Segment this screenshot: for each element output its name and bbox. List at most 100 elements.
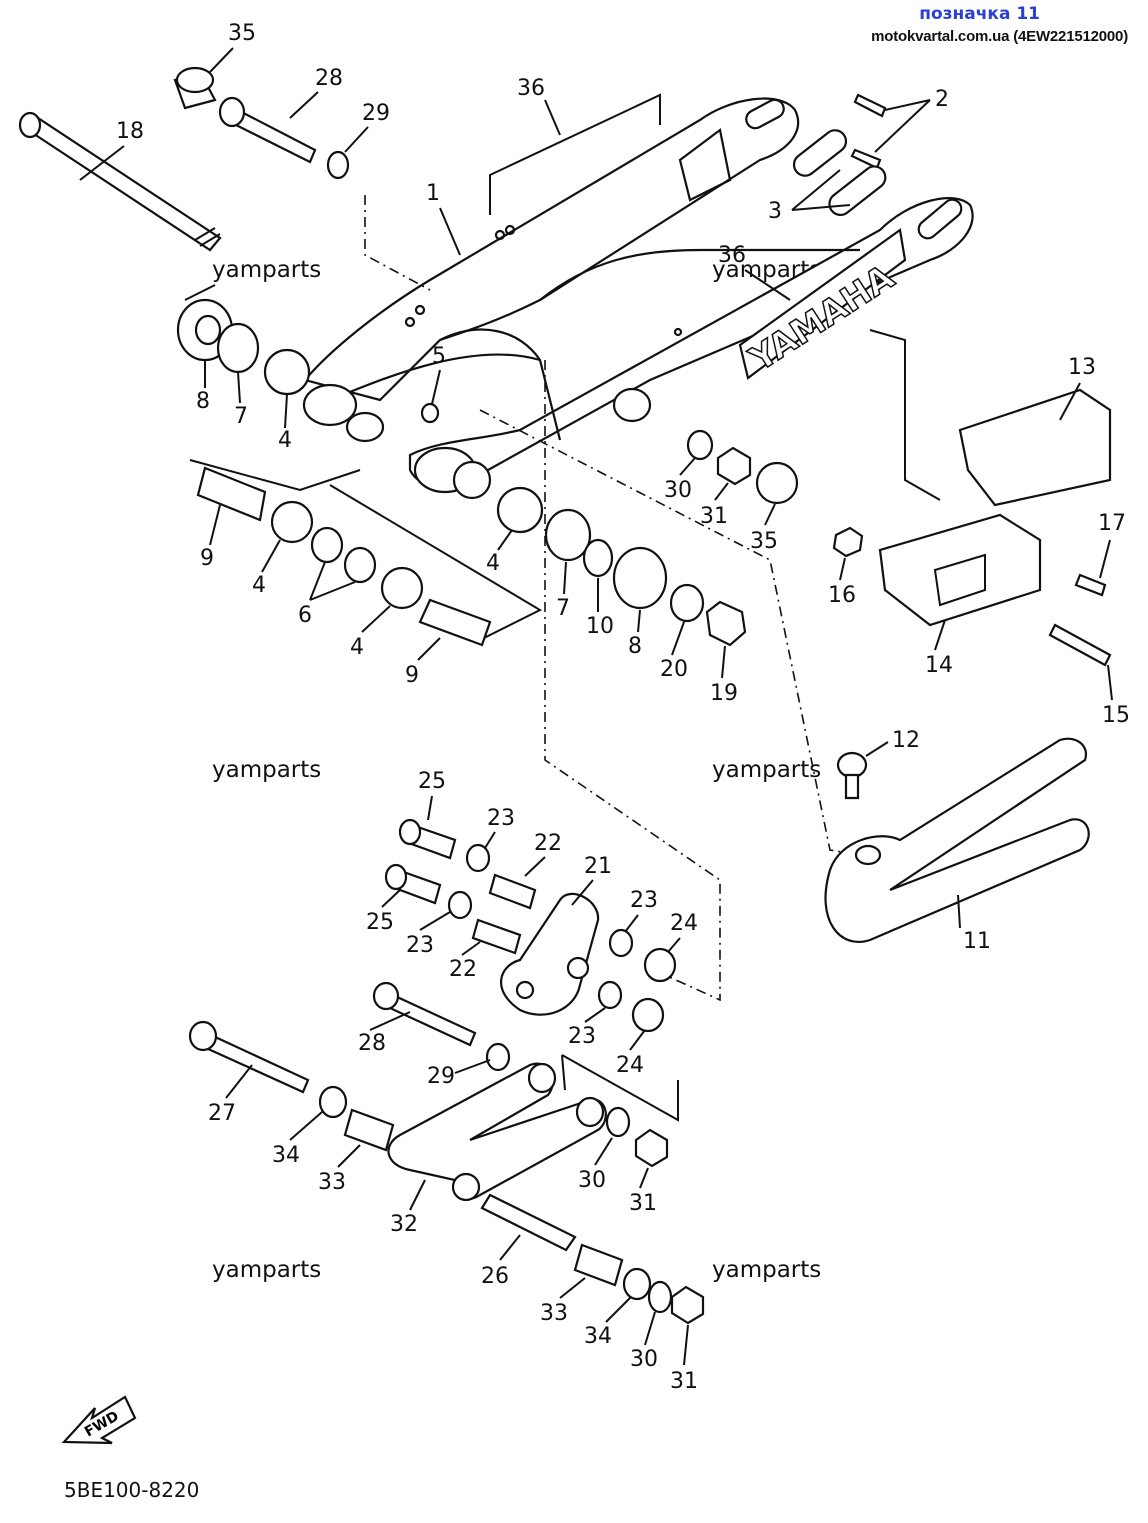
- callout-11: 11: [963, 929, 991, 954]
- callout-13: 13: [1068, 355, 1096, 380]
- callout-17: 17: [1098, 511, 1126, 536]
- callout-20: 20: [660, 657, 688, 682]
- callout-4d: 4: [486, 551, 500, 576]
- callout-28b: 28: [358, 1031, 386, 1056]
- leader-lines: [79, 47, 1113, 1366]
- bearing-7: [216, 322, 260, 374]
- callout-29: 29: [362, 101, 390, 126]
- callout-25: 25: [418, 769, 446, 794]
- callout-18: 18: [116, 119, 144, 144]
- callout-22: 22: [534, 831, 562, 856]
- fwd-arrow-icon: FWD: [61, 1395, 137, 1445]
- callout-14: 14: [925, 653, 953, 678]
- nut-31b: [634, 1128, 669, 1168]
- callout-23: 23: [487, 806, 515, 831]
- washer-29-top: [326, 150, 350, 180]
- nut-31: [716, 446, 752, 486]
- cap-35: [755, 461, 799, 505]
- callout-32: 32: [390, 1212, 418, 1237]
- callout-28: 28: [315, 66, 343, 91]
- callout-33: 33: [318, 1170, 346, 1195]
- callout-34b: 34: [584, 1324, 612, 1349]
- collar-33: [343, 1108, 395, 1152]
- callout-4: 4: [278, 428, 292, 453]
- callout-6: 6: [298, 603, 312, 628]
- callout-10: 10: [586, 614, 614, 639]
- callout-35b: 35: [750, 529, 778, 554]
- chain-support-11: [824, 737, 1090, 943]
- collar-9: [196, 466, 267, 522]
- callout-24b: 24: [616, 1053, 644, 1078]
- diagram-code: 5BE100-8220: [64, 1478, 200, 1502]
- bolt-15: [1048, 623, 1112, 667]
- callout-36: 36: [517, 76, 545, 101]
- callout-31c: 31: [670, 1369, 698, 1394]
- callout-19: 19: [710, 681, 738, 706]
- nut-19: [705, 600, 747, 647]
- nut-31c: [670, 1285, 705, 1325]
- callout-15: 15: [1102, 703, 1130, 728]
- watermark: yamparts: [212, 1257, 322, 1283]
- chain-guide-13: [958, 388, 1112, 507]
- cap-35-top: [173, 66, 217, 110]
- bush-4d: [496, 486, 544, 534]
- callout-1: 1: [426, 181, 440, 206]
- bolt-28-top: [218, 96, 317, 164]
- bush-4c: [380, 566, 424, 610]
- bush-24b: [631, 997, 665, 1033]
- callout-35: 35: [228, 21, 256, 46]
- watermark: yamparts: [212, 257, 322, 283]
- callout-4b: 4: [252, 573, 266, 598]
- callout-30: 30: [664, 478, 692, 503]
- callout-23d: 23: [568, 1024, 596, 1049]
- callout-23c: 23: [630, 888, 658, 913]
- connecting-rod-32: [387, 1062, 607, 1201]
- washer-30: [686, 429, 714, 461]
- callout-29b: 29: [427, 1064, 455, 1089]
- washer-34b: [622, 1267, 652, 1301]
- bearing-22b: [471, 918, 522, 955]
- callout-7b: 7: [556, 596, 570, 621]
- callout-7: 7: [234, 404, 248, 429]
- callout-5: 5: [432, 344, 446, 369]
- washer-20: [669, 583, 705, 623]
- bearing-7b: [544, 508, 592, 562]
- callout-22b: 22: [449, 957, 477, 982]
- bearing-6b: [343, 546, 377, 584]
- callout-4c: 4: [350, 635, 364, 660]
- collar-33b: [573, 1243, 624, 1287]
- diagram-title: позначка 11: [919, 4, 1040, 24]
- callout-2: 2: [935, 87, 949, 112]
- bush-4b: [270, 500, 314, 544]
- adjusters-3: [792, 129, 887, 217]
- callout-25b: 25: [366, 910, 394, 935]
- callout-21: 21: [584, 854, 612, 879]
- callout-33b: 33: [540, 1301, 568, 1326]
- callout-9: 9: [200, 546, 214, 571]
- bolts-2: [850, 93, 887, 170]
- callout-30b: 30: [578, 1168, 606, 1193]
- callout-8b: 8: [628, 634, 642, 659]
- collar-9b: [418, 598, 492, 647]
- bush-24: [643, 947, 677, 983]
- bolt-27: [188, 1020, 310, 1094]
- washer-34: [318, 1085, 348, 1119]
- watermark: yamparts: [212, 757, 322, 783]
- callout-24: 24: [670, 911, 698, 936]
- callout-36b: 36: [718, 243, 746, 268]
- seal-8b: [612, 546, 668, 610]
- grease-nipple-5: [420, 402, 440, 424]
- callout-27: 27: [208, 1101, 236, 1126]
- source-caption: motokvartal.com.ua (4EW221512000): [871, 28, 1128, 45]
- nut-16: [832, 526, 864, 558]
- washer-23d: [597, 980, 623, 1010]
- bolt-28: [372, 981, 477, 1047]
- washer-23b: [447, 890, 473, 920]
- washer-23: [465, 843, 491, 873]
- bolt-17: [1074, 573, 1107, 597]
- washer-10: [582, 538, 614, 578]
- callout-16: 16: [828, 583, 856, 608]
- watermark: yamparts: [712, 757, 822, 783]
